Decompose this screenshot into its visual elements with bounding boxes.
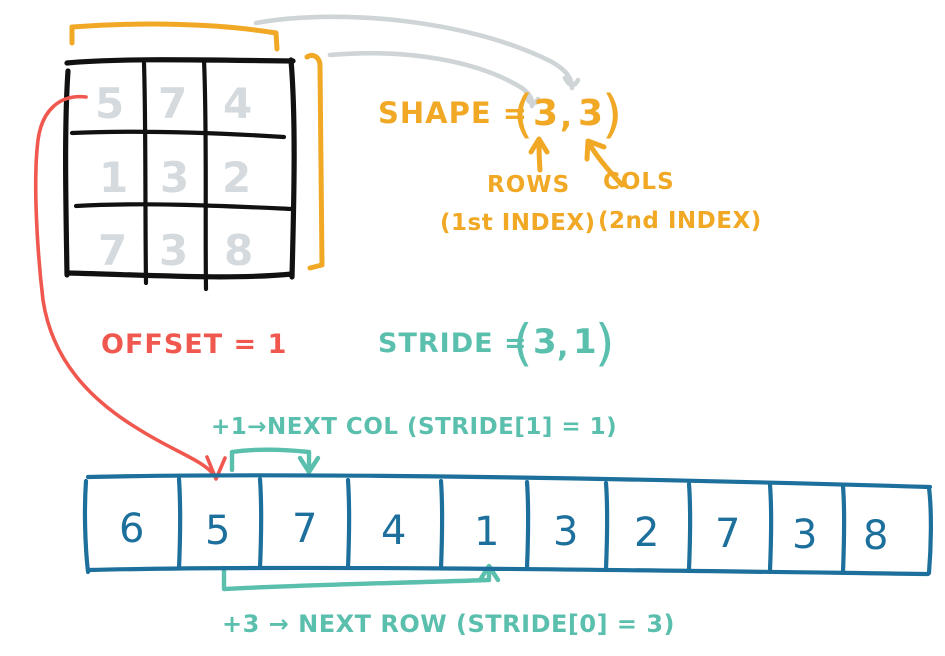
shape-rows-value: 3 <box>533 93 558 134</box>
matrix-cell-1-0: 1 <box>99 153 128 202</box>
shape-open-paren: ( <box>513 85 533 145</box>
stride-open-paren: ( <box>513 314 533 372</box>
shape-comma: , <box>560 97 572 135</box>
array-outline <box>82 473 933 577</box>
rows-label-arrow <box>528 136 550 173</box>
rows-caption: ROWS <box>487 172 570 198</box>
array-cell-7: 7 <box>715 511 740 557</box>
next-row-label: +3 → NEXT ROW (STRIDE[0] = 3) <box>222 610 675 638</box>
stride-comma: , <box>557 329 568 364</box>
array-cell-0: 6 <box>119 506 144 552</box>
matrix-gridlines <box>69 57 296 292</box>
array-cell-4: 1 <box>474 509 499 555</box>
array-cell-9: 8 <box>863 513 888 559</box>
stride-close-paren: ) <box>595 314 615 372</box>
next-col-label: +1→NEXT COL (STRIDE[1] = 1) <box>211 414 617 440</box>
rows-pointer-arrow <box>327 50 541 109</box>
matrix-cell-2-1: 3 <box>159 226 188 275</box>
array-cell-1: 5 <box>205 508 230 554</box>
shape-captions: ROWS (1st INDEX) COLS (2nd INDEX) <box>440 169 762 236</box>
array-cell-6: 2 <box>634 510 659 556</box>
stride-annotation: STRIDE = ( 3 , 1 ) <box>378 314 615 372</box>
matrix-cell-2-0: 7 <box>98 226 127 275</box>
matrix-cell-0-1: 7 <box>158 79 187 128</box>
offset-annotation: OFFSET = 1 <box>101 329 287 360</box>
shape-annotation: SHAPE = ( 3 , 3 ) <box>378 85 622 145</box>
next-col-annotation: +1→NEXT COL (STRIDE[1] = 1) <box>211 414 617 440</box>
rows-bracket <box>304 52 325 271</box>
array-cell-8: 3 <box>792 512 817 558</box>
cols-label-arrow <box>584 138 625 188</box>
offset-label: OFFSET = 1 <box>101 329 287 360</box>
matrix-cells: 5 7 4 1 3 2 7 3 8 <box>95 79 253 275</box>
matrix-cell-0-2: 4 <box>223 79 252 128</box>
matrix-cell-1-1: 3 <box>160 153 189 202</box>
stride-label: STRIDE = <box>378 328 528 359</box>
stride-col-value: 1 <box>573 322 597 362</box>
array-cells: 6 5 7 4 1 3 2 7 3 8 <box>119 506 888 559</box>
array-cell-3: 4 <box>381 508 406 554</box>
rows-sub-caption: (1st INDEX) <box>440 210 596 236</box>
next-row-bracket <box>221 563 501 592</box>
shape-close-paren: ) <box>602 85 622 145</box>
next-col-bracket <box>229 447 321 475</box>
cols-bracket <box>69 21 280 52</box>
matrix-cell-2-2: 8 <box>224 226 253 275</box>
array-cell-5: 3 <box>553 509 578 555</box>
cols-pointer-arrow <box>253 14 581 91</box>
matrix-outline <box>63 57 297 280</box>
array-cell-2: 7 <box>292 506 317 552</box>
cols-caption: COLS <box>603 169 675 195</box>
shape-cols-value: 3 <box>578 93 603 134</box>
array-dividers <box>176 476 847 575</box>
cols-sub-caption: (2nd INDEX) <box>598 208 762 234</box>
next-row-annotation: +3 → NEXT ROW (STRIDE[0] = 3) <box>222 610 675 638</box>
offset-pointer-arrow <box>33 94 227 481</box>
stride-row-value: 3 <box>533 322 557 362</box>
matrix-cell-0-0: 5 <box>95 79 124 128</box>
matrix-cell-1-2: 2 <box>222 153 251 202</box>
shape-label: SHAPE = <box>378 96 528 130</box>
